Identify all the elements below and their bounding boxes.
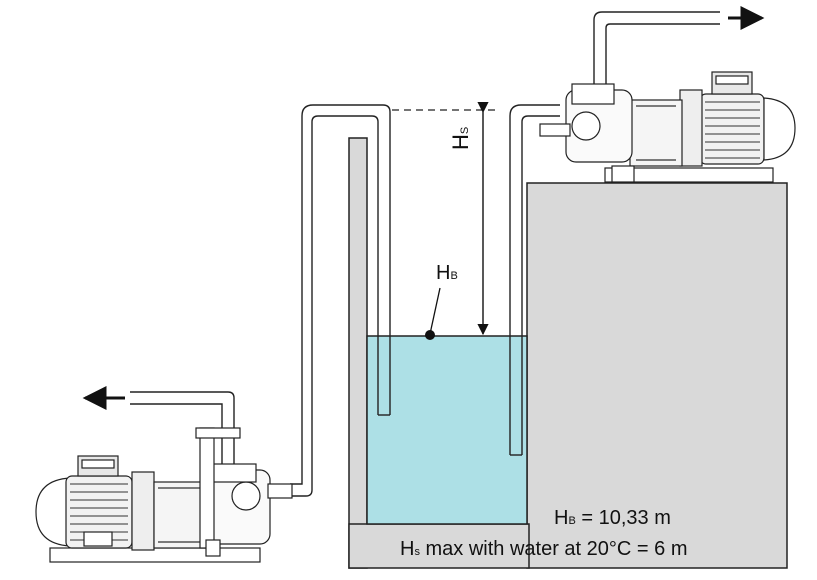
hb-formula-value: = 10,33 m (575, 507, 671, 529)
hs-formula-sub: s (414, 546, 420, 558)
hs-label: HS (448, 126, 473, 150)
water-body (366, 335, 528, 525)
tank-bottom (348, 523, 530, 569)
hs-formula: Hs max with water at 20°C = 6 m (400, 538, 688, 560)
hb-pointer-line (429, 287, 441, 335)
left-discharge-pipe (130, 391, 235, 470)
hb-pointer-dot (425, 330, 435, 340)
right-suction-pipe (509, 104, 560, 456)
tank-left-wall (348, 137, 368, 569)
hb-formula-sub: B (568, 515, 576, 527)
lower-pump (35, 427, 293, 563)
hs-formula-value: max with water at 20°C = 6 m (419, 538, 688, 560)
upper-pump (539, 71, 796, 183)
top-discharge-pipe (593, 11, 720, 90)
right-platform (526, 182, 788, 569)
left-suction-pipe (290, 104, 391, 497)
hb-label-sub: B (450, 270, 458, 282)
hb-label: HB (436, 262, 458, 284)
hs-label-sub: S (459, 126, 471, 135)
hb-formula: HB = 10,33 m (554, 507, 671, 529)
